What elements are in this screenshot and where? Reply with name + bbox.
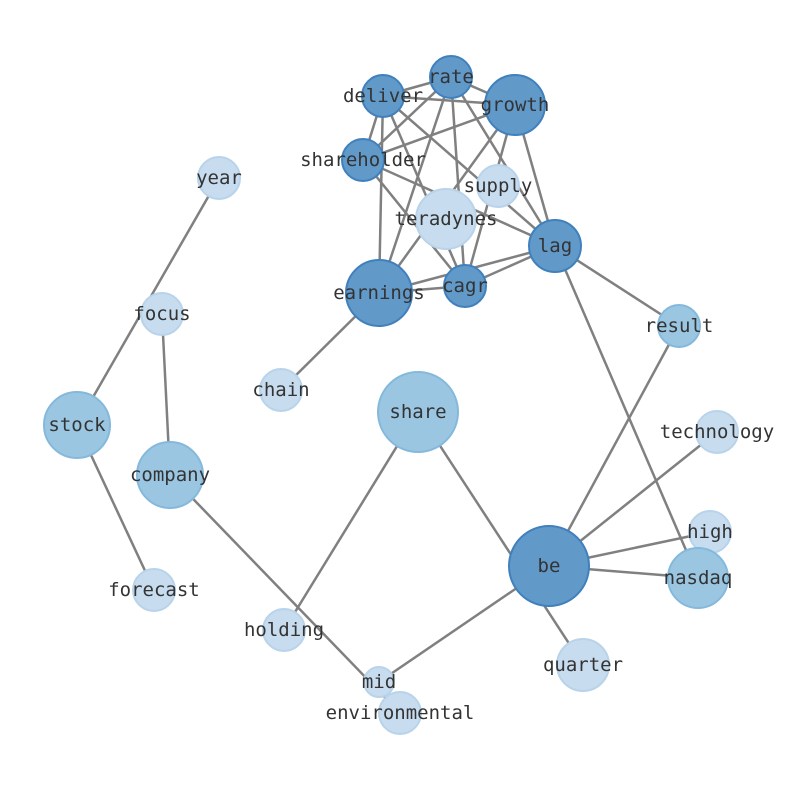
node-growth[interactable] (484, 74, 546, 136)
edge-rate-earnings (377, 76, 453, 294)
node-label-shareholder: shareholder (300, 149, 426, 171)
node-environmental[interactable] (378, 691, 422, 735)
node-label-earnings: earnings (333, 282, 425, 304)
node-mid[interactable] (363, 666, 395, 698)
edge-rate-cagr (449, 76, 467, 287)
node-label-chain: chain (252, 379, 309, 401)
node-label-be: be (538, 555, 561, 577)
node-label-environmental: environmental (326, 702, 475, 724)
node-stock[interactable] (43, 391, 111, 459)
edge-be-result (547, 325, 681, 567)
node-supply[interactable] (476, 164, 520, 208)
node-teradynes[interactable] (415, 188, 477, 250)
node-label-rate: rate (428, 66, 474, 88)
node-label-nasdaq: nasdaq (664, 567, 733, 589)
node-label-result: result (645, 315, 714, 337)
node-year[interactable] (197, 156, 241, 200)
node-nasdaq[interactable] (667, 547, 729, 609)
node-label-cagr: cagr (442, 275, 488, 297)
node-label-quarter: quarter (543, 654, 623, 676)
node-label-holding: holding (244, 619, 324, 641)
edge-share-holding (282, 411, 420, 631)
node-label-teradynes: teradynes (395, 208, 498, 230)
node-label-stock: stock (48, 414, 106, 436)
node-label-mid: mid (362, 671, 396, 693)
node-company[interactable] (136, 441, 204, 509)
node-label-supply: supply (464, 175, 533, 197)
node-result[interactable] (657, 304, 701, 348)
node-label-focus: focus (133, 303, 190, 325)
node-holding[interactable] (262, 608, 306, 652)
node-forecast[interactable] (132, 568, 176, 612)
nodes-layer (43, 55, 739, 735)
node-technology[interactable] (695, 410, 739, 454)
node-quarter[interactable] (556, 638, 610, 692)
node-label-company: company (130, 464, 210, 486)
node-label-year: year (196, 167, 242, 189)
edge-deliver-lag (382, 95, 556, 247)
edge-share-quarter (416, 411, 585, 666)
node-rate[interactable] (429, 55, 473, 99)
edge-lag-nasdaq (553, 245, 700, 579)
edge-rate-lag (449, 76, 557, 247)
node-label-technology: technology (660, 421, 774, 443)
edge-shareholder-cagr (362, 159, 466, 287)
node-chain[interactable] (259, 368, 303, 412)
node-be[interactable] (508, 525, 590, 607)
node-share[interactable] (377, 371, 459, 453)
node-earnings[interactable] (345, 259, 413, 327)
node-label-deliver: deliver (343, 85, 423, 107)
node-label-share: share (389, 401, 446, 423)
node-deliver[interactable] (361, 74, 405, 118)
node-label-high: high (687, 521, 733, 543)
edge-company-environmental (169, 474, 401, 714)
node-lag[interactable] (528, 219, 582, 273)
node-cagr[interactable] (443, 264, 487, 308)
node-label-lag: lag (538, 235, 572, 257)
node-label-growth: growth (481, 94, 550, 116)
node-focus[interactable] (140, 292, 184, 336)
node-shareholder[interactable] (341, 138, 385, 182)
node-label-forecast: forecast (108, 579, 200, 601)
